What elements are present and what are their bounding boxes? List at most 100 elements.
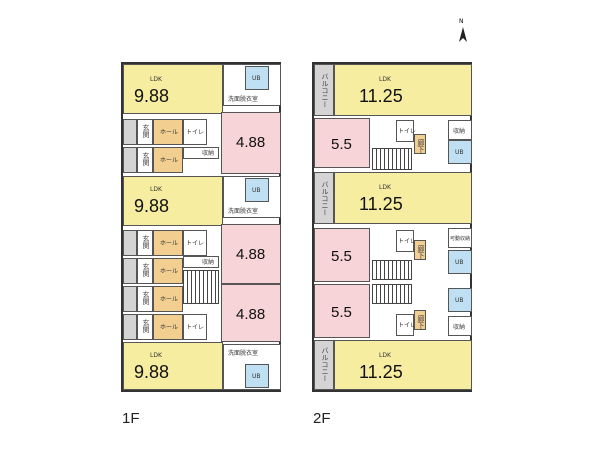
f1-bed-2-area: 4.88 bbox=[236, 246, 266, 263]
f1-bed-1: 4.88 bbox=[221, 112, 281, 174]
f2-bed-3: 5.5 bbox=[314, 284, 370, 338]
f1-ldk-c: LDK 9.88 bbox=[123, 342, 223, 390]
f1-genkan-c1-label: 玄関 bbox=[142, 291, 150, 305]
f1-staircase bbox=[183, 270, 219, 304]
f1-genkan-c2-label: 玄関 bbox=[142, 319, 150, 333]
f2-ub-3: UB bbox=[448, 288, 472, 312]
f1-toilet-b-label: トイレ bbox=[186, 240, 205, 247]
f2-roka-1: 廊下 bbox=[414, 134, 426, 154]
f1-ldk-a-area: 9.88 bbox=[134, 86, 170, 106]
floor-2-plan: バルコニー LDK 11.25 5.5 トイレ 廊下 UB 収納 バルコニー L… bbox=[312, 62, 472, 392]
f2-shuno-3: 収納 bbox=[448, 316, 472, 336]
f1-ldk-a-label: LDK bbox=[150, 76, 162, 83]
f2-balcony-2-label: バルコニー bbox=[321, 181, 329, 216]
f2-roka-2-label: 廊下 bbox=[417, 245, 425, 259]
f1-genkan-c2 bbox=[123, 314, 137, 340]
f1-hall-c1-label: ホール bbox=[160, 296, 179, 303]
f2-ub-1-label: UB bbox=[455, 149, 464, 156]
f1-shuno-a: 収納 bbox=[183, 147, 219, 159]
f1-ub-a: UB bbox=[245, 66, 269, 90]
f2-staircase-2 bbox=[372, 260, 412, 280]
f1-washroom-a-label: 洗面脱衣室 bbox=[228, 96, 259, 103]
f2-ub-2-label: UB bbox=[455, 259, 464, 266]
f2-bed-3-area: 5.5 bbox=[331, 304, 352, 321]
f1-hall-c2-label: ホール bbox=[160, 324, 179, 331]
f1-toilet-b: トイレ bbox=[183, 230, 207, 256]
f2-roka-1-label: 廊下 bbox=[417, 139, 425, 153]
f2-toilet-2: トイレ bbox=[396, 230, 417, 252]
f1-shuno-b-label: 収納 bbox=[202, 259, 215, 266]
f2-ldk-3-area: 11.25 bbox=[359, 362, 403, 382]
f1-genkan-a1 bbox=[123, 119, 137, 145]
f2-ldk-2-area: 11.25 bbox=[359, 194, 403, 214]
f2-ldk-1: LDK 11.25 bbox=[334, 64, 472, 116]
f1-genkan-a1-floor: 玄関 bbox=[137, 119, 153, 145]
f1-ldk-c-area: 9.88 bbox=[134, 362, 170, 382]
f2-shuno-1-label: 収納 bbox=[453, 128, 466, 135]
f2-roka-2: 廊下 bbox=[414, 240, 426, 260]
f1-toilet-c: トイレ bbox=[183, 314, 207, 340]
f2-roka-3: 廊下 bbox=[414, 310, 426, 330]
f1-ldk-b: LDK 9.88 bbox=[123, 176, 223, 226]
f1-ldk-a: LDK 9.88 bbox=[123, 64, 223, 114]
f1-ub-a-label: UB bbox=[252, 75, 261, 82]
f1-ub-b-label: UB bbox=[252, 187, 261, 194]
f1-ub-c-label: UB bbox=[252, 373, 261, 380]
f2-shuno-3-label: 収納 bbox=[453, 324, 466, 331]
f2-bed-1-area: 5.5 bbox=[331, 136, 352, 153]
f2-toilet-1-label: トイレ bbox=[398, 128, 417, 135]
f1-genkan-a2 bbox=[123, 147, 137, 173]
f1-genkan-b1-floor: 玄関 bbox=[137, 230, 153, 256]
f2-ldk-3: LDK 11.25 bbox=[334, 340, 472, 390]
floor-1-plan: LDK 9.88 洗面脱衣室 UB 玄関 ホール トイレ 4.88 玄関 ホール… bbox=[121, 62, 281, 392]
f2-balcony-3: バルコニー bbox=[314, 340, 334, 390]
f1-bed-2: 4.88 bbox=[221, 224, 281, 284]
f2-ub-1: UB bbox=[448, 140, 472, 164]
f1-genkan-c2-floor: 玄関 bbox=[137, 314, 153, 340]
f1-hall-b1-label: ホール bbox=[160, 240, 179, 247]
f2-balcony-1-label: バルコニー bbox=[321, 73, 329, 108]
f2-bed-2-area: 5.5 bbox=[331, 248, 352, 265]
f1-genkan-b2-label: 玄関 bbox=[142, 263, 150, 277]
f1-shuno-a-label: 収納 bbox=[202, 150, 215, 157]
f2-staircase-3 bbox=[372, 284, 412, 304]
floor-2-label: 2F bbox=[313, 410, 331, 427]
f1-toilet-a-label: トイレ bbox=[186, 129, 205, 136]
f2-ub-3-label: UB bbox=[455, 297, 464, 304]
f2-toilet-2-label: トイレ bbox=[398, 238, 417, 245]
f1-genkan-b2-floor: 玄関 bbox=[137, 258, 153, 284]
f1-genkan-c1-floor: 玄関 bbox=[137, 286, 153, 312]
f1-ldk-b-area: 9.88 bbox=[134, 196, 170, 216]
f1-ldk-c-label: LDK bbox=[150, 352, 162, 359]
f2-kadoshuno-2-label: 可動収納 bbox=[450, 236, 471, 242]
f1-shuno-b: 収納 bbox=[183, 256, 219, 268]
floor-1-label: 1F bbox=[122, 410, 140, 427]
f2-balcony-2: バルコニー bbox=[314, 172, 334, 224]
f2-staircase-1 bbox=[372, 148, 412, 170]
f2-ldk-1-area: 11.25 bbox=[359, 86, 403, 106]
f1-genkan-c1 bbox=[123, 286, 137, 312]
f1-genkan-b1 bbox=[123, 230, 137, 256]
f2-ldk-1-label: LDK bbox=[379, 76, 391, 83]
f2-roka-3-label: 廊下 bbox=[417, 315, 425, 329]
f2-balcony-3-label: バルコニー bbox=[321, 347, 329, 382]
f1-washroom-c-label: 洗面脱衣室 bbox=[228, 350, 259, 357]
compass-letter: N bbox=[459, 18, 464, 25]
f1-toilet-c-label: トイレ bbox=[186, 324, 205, 331]
compass: N bbox=[456, 18, 470, 44]
f1-genkan-a2-floor: 玄関 bbox=[137, 147, 153, 173]
f1-washroom-b-label: 洗面脱衣室 bbox=[228, 208, 259, 215]
f1-ub-b: UB bbox=[245, 178, 269, 202]
f1-hall-b2: ホール bbox=[153, 258, 183, 284]
f1-hall-c1: ホール bbox=[153, 286, 183, 312]
f2-bed-1: 5.5 bbox=[314, 118, 370, 168]
f1-hall-a2: ホール bbox=[153, 147, 183, 173]
f2-balcony-1: バルコニー bbox=[314, 64, 334, 116]
f1-genkan-a2-label: 玄関 bbox=[142, 152, 150, 166]
f1-hall-c2: ホール bbox=[153, 314, 183, 340]
f1-hall-b1: ホール bbox=[153, 230, 183, 256]
f2-ldk-2: LDK 11.25 bbox=[334, 172, 472, 224]
f2-ub-2: UB bbox=[448, 250, 472, 274]
f2-toilet-3: トイレ bbox=[396, 314, 416, 336]
f2-kadoshuno-2: 可動収納 bbox=[448, 228, 472, 248]
